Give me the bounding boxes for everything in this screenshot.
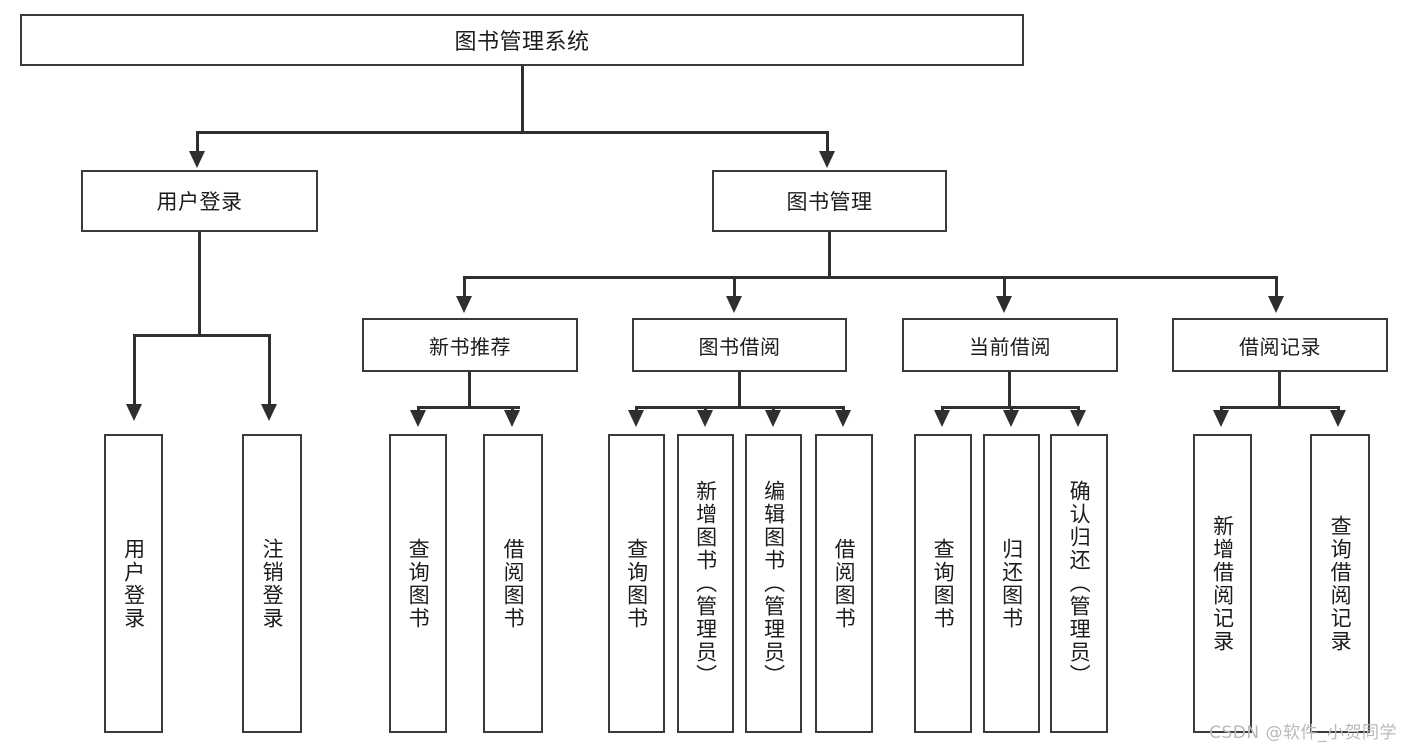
connector-to-user-login [196, 131, 199, 153]
node-current-borrow-label: 当前借阅 [969, 334, 1051, 359]
node-borrow-record[interactable]: 借阅记录 [1172, 318, 1388, 372]
leaf-logout-label: 注销登录 [260, 537, 285, 630]
leaf-borrow-book[interactable]: 借阅图书 [815, 434, 873, 733]
node-new-book-recommend-label: 新书推荐 [429, 334, 511, 359]
leaf-query-book-recommend-label: 查询图书 [406, 537, 431, 630]
arrow-leaf-edit-book [765, 410, 781, 427]
connector-recommend-stem [468, 372, 471, 408]
leaf-confirm-return-admin-label: 确认归还（管理员） [1067, 480, 1092, 687]
arrow-borrow-record [1268, 296, 1284, 313]
arrow-leaf-confirm-return [1070, 410, 1086, 427]
leaf-query-book-current[interactable]: 查询图书 [914, 434, 972, 733]
arrow-leaf-return-book [1003, 410, 1019, 427]
arrow-leaf-user-login [126, 404, 142, 421]
arrow-leaf-query-book-1 [410, 410, 426, 427]
connector-root-stem [521, 66, 524, 133]
leaf-borrow-book-label: 借阅图书 [832, 537, 857, 630]
arrow-leaf-borrow-book-1 [504, 410, 520, 427]
node-root-library-system[interactable]: 图书管理系统 [20, 14, 1024, 66]
connector-user-login-bus [133, 334, 270, 337]
node-book-management[interactable]: 图书管理 [712, 170, 947, 232]
connector-book-manage-child-2 [733, 276, 736, 298]
leaf-add-book-admin-label: 新增图书（管理员） [693, 480, 718, 687]
arrow-leaf-add-book [697, 410, 713, 427]
arrow-leaf-logout [261, 404, 277, 421]
node-book-borrow-label: 图书借阅 [698, 334, 781, 359]
node-root-label: 图书管理系统 [454, 30, 590, 55]
connector-current-stem [1008, 372, 1011, 408]
connector-root-bus [196, 131, 829, 134]
arrow-leaf-add-record [1213, 410, 1229, 427]
connector-user-login-stem [198, 232, 201, 336]
connector-record-stem [1278, 372, 1281, 408]
leaf-query-borrow-record-label: 查询借阅记录 [1328, 514, 1353, 653]
connector-user-login-child-2 [268, 334, 271, 406]
leaf-add-borrow-record[interactable]: 新增借阅记录 [1193, 434, 1252, 733]
leaf-query-book-current-label: 查询图书 [931, 537, 956, 630]
node-new-book-recommend[interactable]: 新书推荐 [362, 318, 578, 372]
arrow-leaf-borrow-book-2 [835, 410, 851, 427]
connector-book-manage-bus [463, 276, 1278, 279]
leaf-add-book-admin[interactable]: 新增图书（管理员） [677, 434, 734, 733]
leaf-confirm-return-admin[interactable]: 确认归还（管理员） [1050, 434, 1108, 733]
leaf-user-login[interactable]: 用户登录 [104, 434, 163, 733]
leaf-user-login-label: 用户登录 [121, 537, 146, 630]
leaf-query-book-borrow-label: 查询图书 [624, 537, 649, 630]
connector-recommend-bus [417, 406, 520, 409]
node-user-login[interactable]: 用户登录 [81, 170, 318, 232]
node-user-login-label: 用户登录 [156, 190, 243, 214]
arrow-book-borrow [726, 296, 742, 313]
connector-book-manage-child-3 [1003, 276, 1006, 298]
arrow-leaf-query-book-2 [628, 410, 644, 427]
node-borrow-record-label: 借阅记录 [1239, 334, 1321, 359]
arrow-to-book-manage [819, 151, 835, 168]
leaf-edit-book-admin-label: 编辑图书（管理员） [761, 480, 786, 687]
arrow-leaf-query-record [1330, 410, 1346, 427]
leaf-return-book-label: 归还图书 [999, 537, 1024, 630]
node-book-management-label: 图书管理 [786, 190, 873, 214]
leaf-borrow-book-recommend[interactable]: 借阅图书 [483, 434, 543, 733]
node-current-borrow[interactable]: 当前借阅 [902, 318, 1118, 372]
leaf-return-book[interactable]: 归还图书 [983, 434, 1040, 733]
connector-book-manage-child-1 [463, 276, 466, 298]
leaf-logout[interactable]: 注销登录 [242, 434, 302, 733]
connector-record-bus [1220, 406, 1340, 409]
leaf-query-borrow-record[interactable]: 查询借阅记录 [1310, 434, 1370, 733]
leaf-query-book-borrow[interactable]: 查询图书 [608, 434, 665, 733]
leaf-add-borrow-record-label: 新增借阅记录 [1210, 514, 1235, 653]
connector-book-manage-child-4 [1275, 276, 1278, 298]
leaf-borrow-book-recommend-label: 借阅图书 [501, 537, 526, 630]
node-book-borrow[interactable]: 图书借阅 [632, 318, 847, 372]
arrow-leaf-query-book-3 [934, 410, 950, 427]
connector-user-login-child-1 [133, 334, 136, 406]
arrow-new-book-recommend [456, 296, 472, 313]
connector-to-book-manage [826, 131, 829, 153]
leaf-edit-book-admin[interactable]: 编辑图书（管理员） [745, 434, 802, 733]
connector-borrow-stem [738, 372, 741, 408]
connector-book-manage-stem [828, 232, 831, 278]
arrow-current-borrow [996, 296, 1012, 313]
connector-borrow-bus [635, 406, 844, 409]
csdn-watermark: CSDN @软件_小贺同学 [1209, 723, 1397, 743]
arrow-to-user-login [189, 151, 205, 168]
leaf-query-book-recommend[interactable]: 查询图书 [389, 434, 447, 733]
